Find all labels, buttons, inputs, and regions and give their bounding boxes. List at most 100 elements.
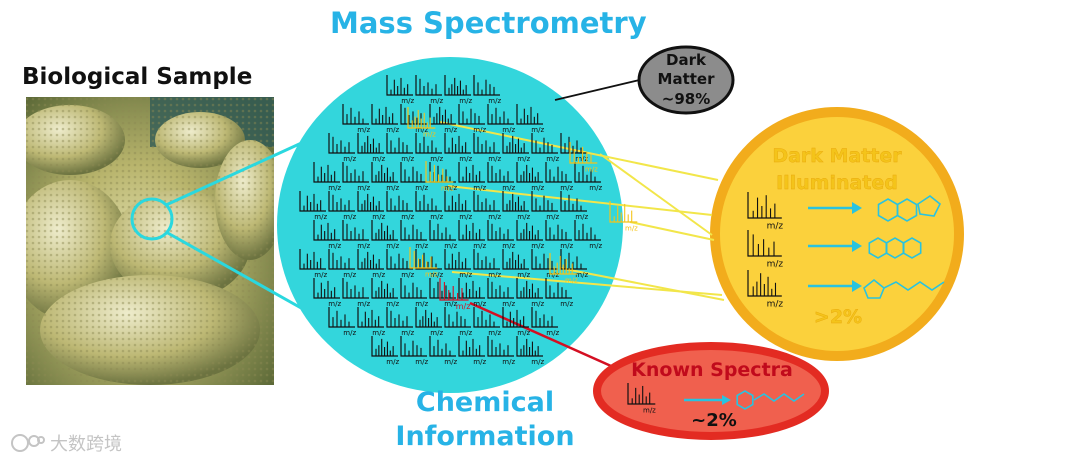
known-spectra-percent: ~2% bbox=[691, 410, 737, 431]
svg-text:m/z: m/z bbox=[430, 271, 443, 279]
svg-text:m/z: m/z bbox=[444, 242, 457, 250]
spectrum-icon: m/z bbox=[386, 249, 414, 279]
svg-text:m/z: m/z bbox=[473, 184, 486, 192]
svg-text:m/z: m/z bbox=[459, 155, 472, 163]
dark-matter-link bbox=[447, 185, 713, 216]
svg-text:m/z: m/z bbox=[372, 329, 385, 337]
svg-text:m/z: m/z bbox=[517, 155, 530, 163]
spectrum-icon: m/z bbox=[342, 220, 370, 250]
spectrum-icon: m/z bbox=[429, 220, 457, 250]
spectrum-icon: m/z bbox=[549, 253, 578, 284]
svg-text:m/z: m/z bbox=[357, 300, 370, 308]
svg-text:m/z: m/z bbox=[444, 126, 457, 134]
spectrum-icon: m/z bbox=[574, 220, 602, 250]
svg-text:m/z: m/z bbox=[459, 271, 472, 279]
spectrum-icon: m/z bbox=[400, 278, 428, 308]
spectrum-icon: m/z bbox=[502, 133, 530, 163]
svg-text:m/z: m/z bbox=[531, 358, 544, 366]
spectrum-icon: m/z bbox=[328, 133, 356, 163]
svg-text:m/z: m/z bbox=[488, 155, 501, 163]
spectrum-icon: m/z bbox=[386, 133, 414, 163]
molecule-icon bbox=[883, 281, 945, 291]
spectrum-icon: m/z bbox=[502, 191, 530, 221]
svg-text:m/z: m/z bbox=[502, 126, 515, 134]
svg-text:m/z: m/z bbox=[444, 300, 457, 308]
svg-text:m/z: m/z bbox=[328, 184, 341, 192]
spectrum-icon: m/z bbox=[473, 249, 501, 279]
spectrum-icon: m/z bbox=[545, 220, 573, 250]
svg-text:m/z: m/z bbox=[517, 213, 530, 221]
svg-text:m/z: m/z bbox=[502, 242, 515, 250]
svg-text:m/z: m/z bbox=[560, 242, 573, 250]
dark-matter-line1: Dark bbox=[666, 51, 707, 69]
svg-text:m/z: m/z bbox=[565, 276, 578, 284]
spectrum-icon: m/z bbox=[444, 75, 472, 105]
dark-matter-link bbox=[629, 221, 715, 241]
spectrum-icon: m/z bbox=[502, 307, 530, 337]
svg-text:m/z: m/z bbox=[386, 358, 399, 366]
svg-text:m/z: m/z bbox=[430, 329, 443, 337]
spectrum-icon: m/z bbox=[444, 249, 472, 279]
svg-text:m/z: m/z bbox=[430, 155, 443, 163]
spectrum-icon: m/z bbox=[516, 220, 544, 250]
spectrum-icon: m/z bbox=[516, 336, 544, 366]
spectrum-icon: m/z bbox=[473, 307, 501, 337]
spectrum-icon: m/z bbox=[502, 249, 530, 279]
svg-text:m/z: m/z bbox=[459, 213, 472, 221]
svg-text:m/z: m/z bbox=[767, 259, 784, 269]
arrow-head-icon bbox=[852, 280, 862, 292]
spectrum-icon: m/z bbox=[569, 142, 598, 173]
svg-text:m/z: m/z bbox=[314, 213, 327, 221]
zoom-line-top bbox=[165, 138, 309, 207]
spectrum-icon: m/z bbox=[487, 278, 515, 308]
dark-matter-line2: Matter bbox=[658, 70, 716, 88]
svg-text:m/z: m/z bbox=[357, 126, 370, 134]
chemical-information-line2: Information bbox=[395, 421, 575, 452]
watermark-text: 大数跨境 bbox=[50, 434, 122, 455]
molecule-icon bbox=[736, 390, 754, 410]
svg-text:m/z: m/z bbox=[473, 242, 486, 250]
arrow-head-icon bbox=[852, 202, 862, 214]
spectrum-icon: m/z bbox=[313, 278, 341, 308]
spectrum-icon: m/z bbox=[429, 336, 457, 366]
svg-text:m/z: m/z bbox=[372, 271, 385, 279]
svg-text:m/z: m/z bbox=[585, 165, 598, 173]
spectrum-icon: m/z bbox=[386, 75, 414, 105]
svg-text:m/z: m/z bbox=[502, 300, 515, 308]
svg-text:m/z: m/z bbox=[531, 184, 544, 192]
svg-text:m/z: m/z bbox=[415, 184, 428, 192]
spectrum-icon: m/z bbox=[313, 162, 341, 192]
watermark-logo-icon bbox=[11, 434, 45, 452]
spectrum-icon: m/z bbox=[531, 191, 559, 221]
svg-text:m/z: m/z bbox=[328, 300, 341, 308]
spectrum-icon: m/z bbox=[444, 191, 472, 221]
svg-text:m/z: m/z bbox=[415, 300, 428, 308]
svg-text:m/z: m/z bbox=[415, 126, 428, 134]
svg-text:m/z: m/z bbox=[386, 184, 399, 192]
spectrum-icon: m/z bbox=[473, 133, 501, 163]
illuminated-percent: >2% bbox=[814, 306, 862, 328]
svg-text:m/z: m/z bbox=[589, 184, 602, 192]
spectrum-icon: m/z bbox=[415, 75, 443, 105]
dark-matter-link bbox=[559, 267, 725, 301]
spectrum-icon: m/z bbox=[400, 336, 428, 366]
coral-photo bbox=[26, 97, 274, 385]
svg-text:m/z: m/z bbox=[386, 126, 399, 134]
spectrum-icon: m/z bbox=[487, 162, 515, 192]
spectrum-icon: m/z bbox=[531, 133, 559, 163]
molecule-icon bbox=[863, 278, 885, 299]
svg-text:m/z: m/z bbox=[343, 271, 356, 279]
spectrum-icon: m/z bbox=[444, 307, 472, 337]
spectrum-icon: m/z bbox=[328, 307, 356, 337]
svg-text:m/z: m/z bbox=[401, 271, 414, 279]
biological-sample-title: Biological Sample bbox=[22, 64, 253, 90]
svg-text:m/z: m/z bbox=[343, 213, 356, 221]
svg-text:m/z: m/z bbox=[415, 358, 428, 366]
spectrum-icon: m/z bbox=[560, 249, 588, 279]
molecule-icon bbox=[753, 393, 805, 402]
svg-text:m/z: m/z bbox=[643, 406, 656, 414]
spectrum-icon: m/z bbox=[473, 75, 501, 105]
svg-text:m/z: m/z bbox=[560, 184, 573, 192]
svg-text:m/z: m/z bbox=[401, 213, 414, 221]
